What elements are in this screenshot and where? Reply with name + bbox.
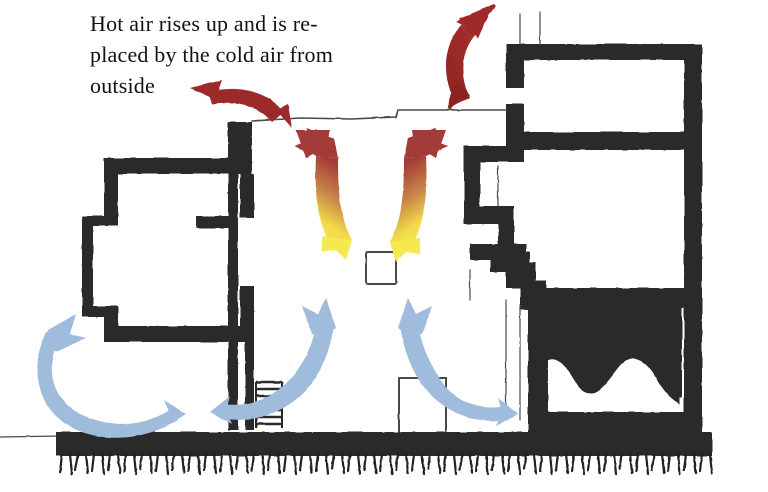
- central-vent-opening: [365, 251, 397, 285]
- building-structure: [82, 44, 702, 434]
- annotation-pointer-arrow: [190, 80, 292, 128]
- hot-air-rising-arrow-right: [390, 128, 448, 262]
- left-wing-walls: [82, 158, 254, 342]
- sketch-linework: [0, 11, 541, 438]
- cold-air-intake-arrow-outer-left: [37, 314, 186, 438]
- annotation-caption: Hot air rises up and is re- placed by th…: [90, 11, 334, 98]
- ground-hatching: [58, 452, 714, 476]
- ground-line: [56, 432, 714, 476]
- low-level-opening: [398, 377, 447, 433]
- cold-air-intake-arrow-right: [398, 298, 518, 426]
- hot-air-rising-arrow-left: [294, 128, 352, 260]
- ceiling-line: [251, 109, 507, 122]
- right-wing-walls: [464, 44, 702, 434]
- cold-air-intake-arrow-left: [210, 298, 336, 424]
- central-spine-wall: [196, 122, 254, 430]
- hot-air-exhaust-arrow: [445, 4, 496, 110]
